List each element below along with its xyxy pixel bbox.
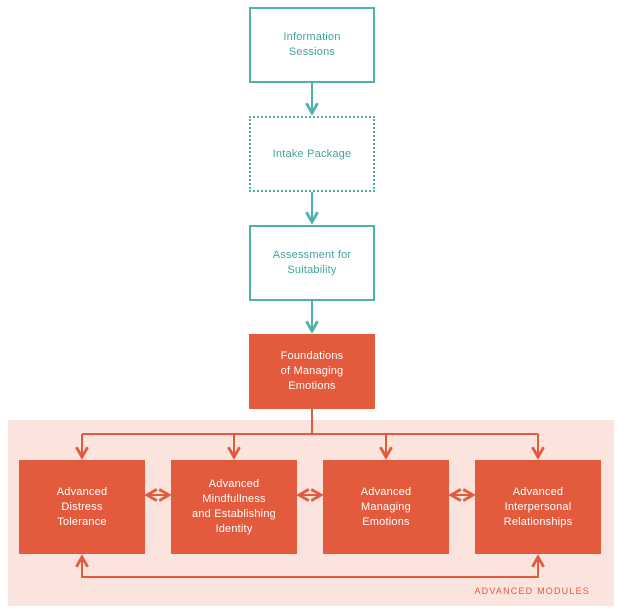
information-sessions-label: Information Sessions bbox=[283, 31, 341, 58]
interpersonal-box: Advanced Interpersonal Relationships bbox=[475, 460, 601, 554]
assessment-label: Assessment for Suitability bbox=[272, 249, 352, 276]
intake-package-box: Intake Package bbox=[249, 116, 375, 192]
mindfulness-label: Advanced Mindfullness and Establishing I… bbox=[192, 478, 276, 535]
mindfulness-box: Advanced Mindfullness and Establishing I… bbox=[171, 460, 297, 554]
loop-distress-interpersonal bbox=[82, 557, 538, 578]
interpersonal-label: Advanced Interpersonal Relationships bbox=[503, 485, 573, 528]
intake-package-label: Intake Package bbox=[272, 147, 352, 160]
distress-tolerance-box: Advanced Distress Tolerance bbox=[19, 460, 145, 554]
managing-emotions-box: Advanced Managing Emotions bbox=[323, 460, 449, 554]
information-sessions-box: Information Sessions bbox=[249, 7, 375, 83]
foundations-label: Foundations of Managing Emotions bbox=[280, 350, 344, 392]
foundations-box: Foundations of Managing Emotions bbox=[249, 334, 375, 409]
distress-tolerance-label: Advanced Distress Tolerance bbox=[56, 485, 108, 528]
managing-emotions-label: Advanced Managing Emotions bbox=[360, 485, 412, 528]
advanced-modules-label: ADVANCED MODULES bbox=[474, 586, 590, 596]
assessment-box: Assessment for Suitability bbox=[249, 225, 375, 301]
